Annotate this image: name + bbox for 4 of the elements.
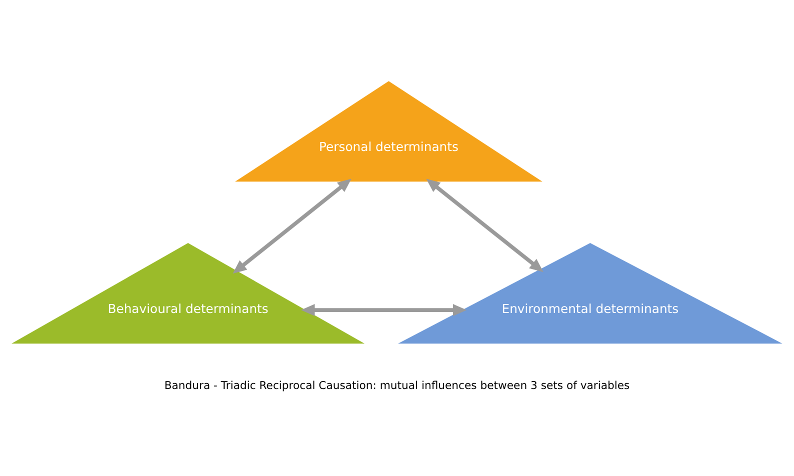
arrow bbox=[426, 178, 544, 272]
arrow bbox=[232, 178, 352, 274]
caption: Bandura - Triadic Reciprocal Causation: mutual influences between 3 sets of variables bbox=[164, 378, 630, 392]
arrow bbox=[301, 304, 467, 316]
